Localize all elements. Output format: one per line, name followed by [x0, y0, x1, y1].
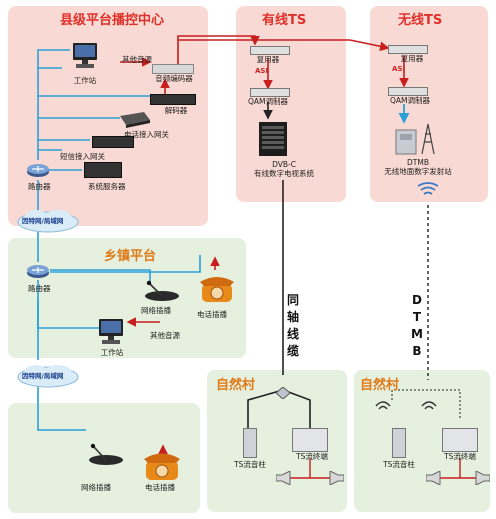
cable-asi-label: ASI: [255, 67, 269, 75]
wireless-multiplexer-label: 复用器: [400, 54, 424, 63]
bottom-phone-icon: [142, 448, 182, 482]
village-left-pillar-label: TS流音柱: [234, 460, 266, 469]
village-left-pillar: [243, 428, 257, 458]
cloud-top-label: 因特网/局域网: [22, 217, 64, 225]
phone-gateway-device: [118, 112, 152, 128]
bottom-net-broadcast-label: 网络插播: [81, 483, 111, 492]
broadcast-wave-icon: [414, 180, 442, 198]
sms-gateway-device: [92, 136, 134, 148]
village-left-speaker-2: [328, 470, 345, 486]
county-other-sources-label: 其他音源: [122, 55, 152, 64]
wireless-modulator-label: QAM调制器: [389, 96, 431, 105]
village-left-terminal: [292, 428, 328, 452]
county-router-label: 路由器: [28, 182, 51, 191]
cable-modulator-device: [250, 88, 290, 97]
bottom-phone-broadcast-label: 电话插播: [145, 483, 175, 492]
village-right-speaker-1: [425, 470, 442, 486]
cable-modulator-label: QAM调制器: [247, 97, 289, 106]
village-right-title: 自然村: [360, 378, 400, 393]
township-workstation-icon: [96, 318, 126, 346]
dtmb-station-label-line1: DTMB: [407, 158, 429, 167]
coax-char: 轴: [286, 310, 299, 324]
township-other-sources-label: 其他音源: [150, 331, 180, 340]
wireless-ts-title: 无线TS: [398, 13, 443, 28]
county-network-lines: [37, 49, 201, 431]
decoder-label: 解码器: [164, 106, 188, 115]
village-right-wave-icon-1: [374, 398, 392, 414]
dtmb-char: T: [412, 310, 422, 324]
county-title: 县级平台播控中心: [60, 13, 165, 28]
dvbc-rack-icon: [258, 121, 288, 157]
encoder-label: 音频编码器: [155, 74, 193, 83]
township-net-broadcast-label: 网络插播: [141, 306, 171, 315]
cloud-top-icon: [16, 208, 80, 234]
village-left-speaker-1: [275, 470, 292, 486]
cable-multiplexer-device: [250, 46, 290, 55]
village-right-terminal-label: TS流终端: [444, 452, 476, 461]
village-right-terminal: [442, 428, 478, 452]
village-left-terminal-label: TS流终端: [296, 452, 328, 461]
village-right-pillar-label: TS流音柱: [383, 460, 415, 469]
transmitter-tower-icon: [394, 122, 446, 156]
coax-char: 缆: [286, 344, 299, 358]
phone-gateway-label: 电话接入网关: [124, 130, 169, 139]
township-phone-broadcast-label: 电话插播: [197, 310, 227, 319]
wireless-asi-label: ASI: [392, 65, 406, 73]
county-router-icon: [26, 162, 50, 178]
cloud-bottom-label: 因特网/局域网: [22, 372, 64, 380]
server-device: [84, 162, 122, 178]
dvbc-label-line2: 有线数字电视系统: [254, 169, 314, 178]
wireless-ts-panel: [370, 6, 488, 202]
dtmb-station-label-line2: 无线地面数字发射站: [384, 167, 452, 176]
splitter-icon: [275, 384, 291, 400]
county-workstation-label: 工作站: [73, 76, 97, 85]
bottom-mic-icon: [84, 442, 124, 466]
wireless-multiplexer-device: [388, 45, 428, 54]
cable-multiplexer-label: 复用器: [256, 55, 280, 64]
dtmb-char: B: [412, 344, 422, 358]
township-title: 乡镇平台: [104, 249, 157, 264]
sms-gateway-label: 短信接入网关: [60, 152, 105, 161]
encoder-device: [152, 64, 194, 74]
county-panel: [8, 6, 208, 226]
dvbc-label-line1: DVB-C: [272, 160, 296, 169]
cable-ts-title: 有线TS: [262, 13, 307, 28]
village-right-speaker-2: [474, 470, 491, 486]
workstation-icon: [70, 42, 100, 70]
village-right-wave-icon-2: [420, 398, 438, 414]
signal-path-lines: [120, 35, 409, 460]
township-router-label: 路由器: [28, 284, 51, 293]
township-mic-icon: [140, 280, 180, 302]
coax-label: 同 轴 线 缆: [286, 292, 300, 360]
decoder-device: [150, 94, 196, 105]
township-workstation-label: 工作站: [100, 348, 124, 357]
cloud-bottom-icon: [16, 363, 80, 389]
coax-char: 线: [286, 327, 299, 341]
server-label: 系统服务器: [88, 182, 126, 191]
dtmb-char: M: [411, 327, 423, 341]
township-phone-icon: [198, 272, 236, 304]
dtmb-label: D T M B: [410, 292, 424, 360]
village-right-pillar: [392, 428, 406, 458]
dtmb-char: D: [412, 293, 422, 307]
township-router-icon: [26, 263, 50, 279]
wireless-modulator-device: [388, 87, 428, 96]
coax-char: 同: [286, 293, 299, 307]
village-left-title: 自然村: [216, 378, 256, 393]
